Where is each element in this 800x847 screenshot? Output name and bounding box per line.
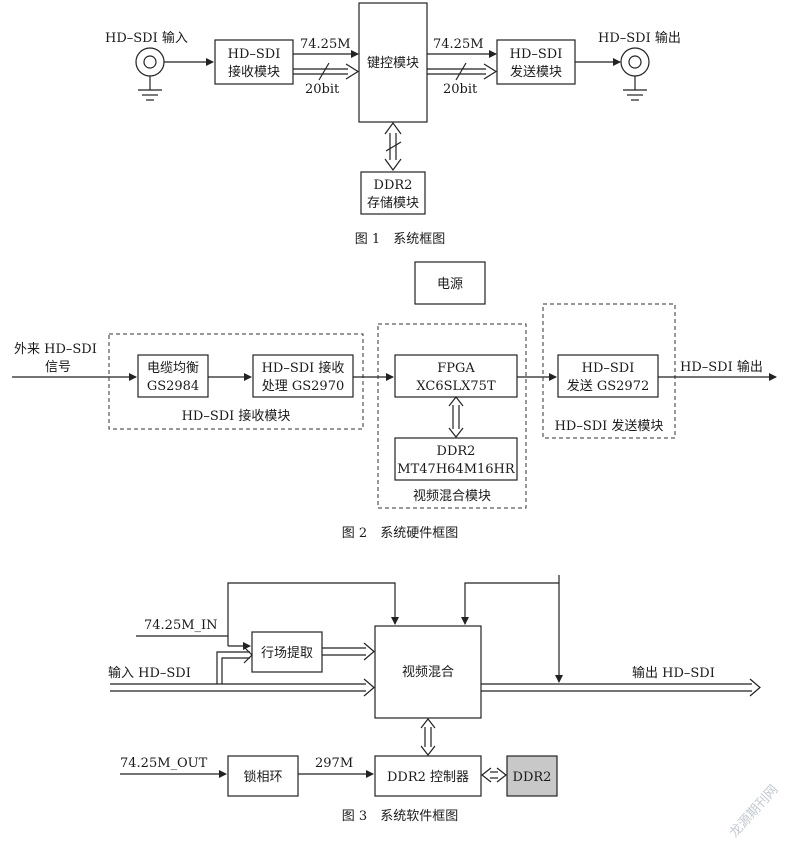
fig1-output-label: HD–SDI 输出 [598,30,681,46]
fig3-clk-in-label: 74.25M_IN [144,618,218,633]
fig2-power-box [414,261,486,305]
fig2-ext-line1: 外来 HD–SDI [14,342,97,357]
fig2-eq-box [137,354,209,398]
watermark: 龙源期刊网 [727,782,782,840]
fig1-rx-line2: 接收模块 [228,64,280,80]
fig2-tx-group [542,303,676,439]
fig2-ddr-link [448,396,464,438]
fig3-input-label: 输入 HD–SDI [108,665,191,681]
fig1-caption: 图 1 系统框图 [355,232,445,247]
fig2-ddr-box [394,437,518,481]
fig1-rx-line1: HD–SDI [228,47,281,62]
fig3-caption: 图 3 系统软件框图 [342,809,458,824]
figure-2: 电源 外来 HD–SDI 信号 电缆均衡 GS2984 HD–SDI 接收 处理… [12,261,777,541]
fig1-key-label: 键控模块 [367,56,419,71]
fig1-bus-right: 20bit [443,82,478,97]
fig3-ddr-label: DDR2 [513,770,552,785]
fig2-rxp-line2: 处理 GS2970 [262,379,345,394]
fig2-tx-group-label: HD–SDI 发送模块 [555,418,664,434]
fig3-clk-out-label: 74.25M_OUT [120,756,208,771]
fig1-key-box [358,2,428,123]
fig2-tx-line2: 发送 GS2972 [567,378,650,394]
fig2-ext-line2: 信号 [45,360,71,375]
fig2-power-label: 电源 [437,277,463,292]
fig3-freq-label: 297M [315,756,353,771]
fig3-pll-label: 锁相环 [243,769,282,785]
fig2-output-label: HD–SDI 输出 [680,359,763,375]
fig3-ddr-ctrl-label: DDR2 控制器 [387,770,469,785]
fig1-tx-box [496,39,576,85]
figure-3: 视频混合 74.25M_IN 行场提取 输入 HD–SDI [108,575,761,824]
fig2-rxp-box [252,354,354,398]
fig2-eq-line1: 电缆均衡 [147,360,199,376]
fig2-fpga-line2: XC6SLX75T [416,379,496,394]
fig2-tx-line1: HD–SDI [582,361,635,376]
fig3-output-bus [481,678,761,697]
fig2-ddr-line1: DDR2 [437,444,476,459]
fig3-mix-box [374,625,482,719]
fig3-ddr-box [506,755,558,797]
fig3-output-label: 输出 HD–SDI [632,665,715,681]
fig1-bus-left-arrow [293,62,360,81]
fig2-caption: 图 2 系统硬件框图 [342,526,458,541]
fig3-ctrl-ddr-link [481,767,507,783]
fig3-input-bus [110,678,375,697]
fig1-ddr-box [360,171,426,215]
fig3-input-tap [216,646,253,684]
fig1-input-label: HD–SDI 输入 [105,30,188,46]
fig2-ddr-line2: MT47H64M16HR [397,462,516,477]
fig1-ddr-line2: 存储模块 [367,196,419,211]
fig1-tx-line2: 发送模块 [510,64,562,80]
fig2-rx-group-label: HD–SDI 接收模块 [182,408,291,424]
figure-1: HD–SDI 输入 HD–SDI 接收模块 74.25M 20bit 键控模块 … [105,2,681,247]
fig1-ddr-link [384,121,402,172]
fig3-clk-in-to-mix [227,582,399,636]
fig3-mix-ddr-link [420,718,436,756]
fig1-ddr-line1: DDR2 [374,178,413,193]
fig3-extract-box [251,631,323,673]
fig1-tx-line1: HD–SDI [510,47,563,62]
fig3-extract-label: 行场提取 [261,645,313,661]
fig3-pll-box [227,755,299,797]
fig1-clk-right: 74.25M [433,37,484,52]
fig2-mix-group [377,323,527,509]
fig1-bus-left: 20bit [305,82,340,97]
output-connector-icon [620,47,650,101]
fig2-fpga-line1: FPGA [437,361,475,376]
fig1-clk-left: 74.25M [300,37,351,52]
fig3-feedback-to-mix [461,582,559,625]
fig1-bus-right-arrow [427,62,498,81]
fig2-rxp-line1: HD–SDI 接收 [262,360,345,376]
fig3-extract-to-mix [322,642,375,661]
fig2-eq-line2: GS2984 [147,379,199,394]
fig3-mix-label: 视频混合 [402,665,454,680]
fig2-tx-box [557,354,659,398]
fig2-mix-group-label: 视频混合模块 [413,489,491,504]
fig2-rx-group [108,333,364,430]
input-connector-icon [135,47,165,101]
fig3-ddr-ctrl-box [374,755,482,797]
fig2-fpga-box [394,354,518,398]
fig1-rx-box [214,39,294,85]
